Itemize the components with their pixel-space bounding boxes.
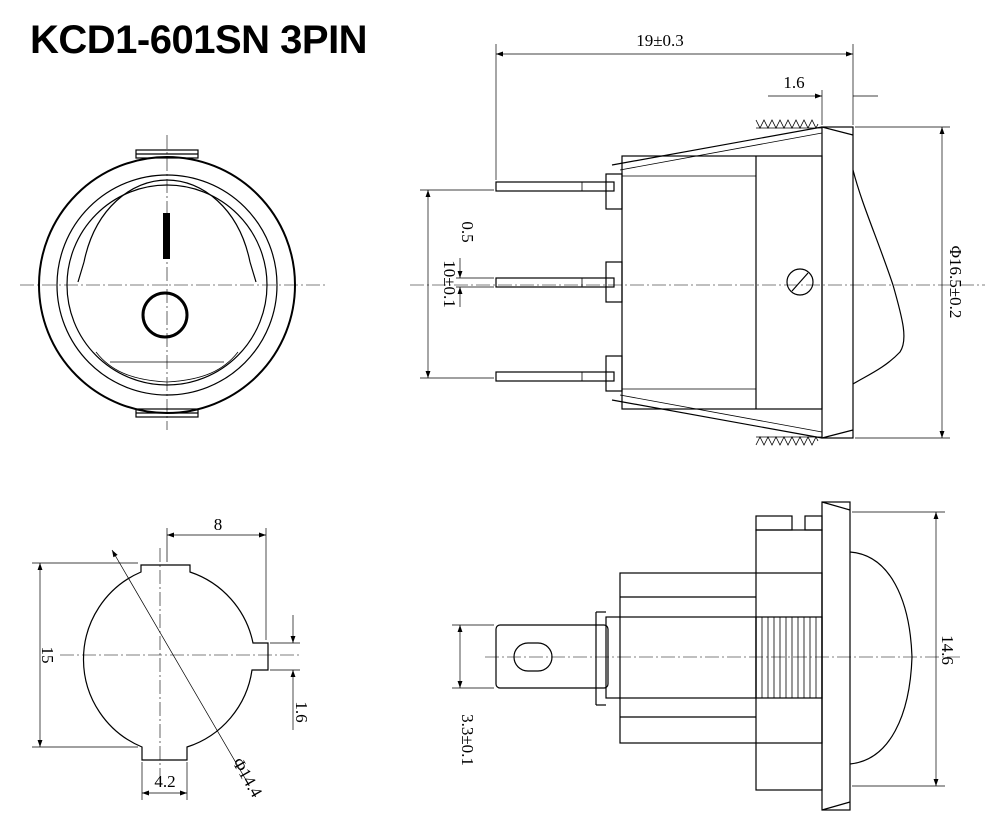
dim-cap-height: 14.6	[938, 635, 957, 665]
dim-key-width: 8	[214, 515, 223, 534]
tab-view: 3.3±0.1 14.6	[452, 501, 960, 811]
part-title: KCD1-601SN 3PIN	[30, 18, 368, 62]
cutout-view: Φ14.4 8 1.6 15 1.6 4.2	[32, 515, 311, 801]
dim-flange-thickness: 1.6	[783, 73, 804, 92]
side-view: 19±0.3 1.6 10±0.1 0.5 Φ16.5±0.2	[410, 31, 985, 446]
dim-flange-diameter: Φ16.5±0.2	[946, 246, 965, 319]
front-view	[20, 135, 325, 430]
dim-bottom-key: 4.2	[154, 772, 175, 791]
dim-cutout-height-label: 15	[38, 647, 57, 664]
dim-tab-width: 3.3±0.1	[458, 714, 477, 766]
dim-pin-thickness: 0.5	[458, 221, 477, 242]
dim-cutout-diameter: Φ14.4	[229, 755, 267, 801]
dim-overall-length: 19±0.3	[636, 31, 684, 50]
dim-pin-spacing: 10±0.1	[440, 260, 459, 308]
dim-notch: 1.6	[292, 701, 311, 722]
